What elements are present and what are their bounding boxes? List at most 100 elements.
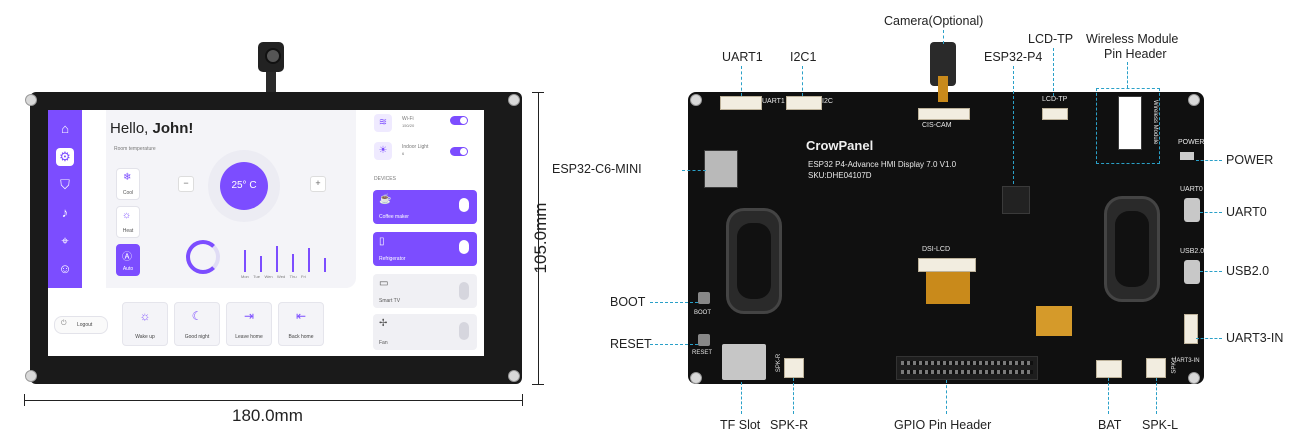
device-toggle[interactable] [459,322,469,340]
day-bar [260,256,262,272]
temp-increase-button[interactable]: + [310,176,326,192]
room-temperature-label: Room temperature [114,146,156,152]
callout-line [1013,66,1014,184]
weekly-bars [238,238,338,272]
callout-line [1196,338,1222,339]
device-card-coffee-maker[interactable]: ☕ Coffee maker [373,190,477,224]
users-icon[interactable]: ☺ [58,261,72,276]
mode-auto-button[interactable]: Ⓐ Auto [116,244,140,276]
battery-pad [1036,306,1072,336]
indoor-light-toggle[interactable] [450,147,468,156]
callout-line [1200,271,1222,272]
device-toggle[interactable] [459,198,469,212]
lcd-tp-connector [1042,108,1068,120]
location-icon[interactable]: ⌖ [61,233,69,248]
label-spk-l: SPK-L [1142,418,1179,432]
screw-icon [508,94,520,106]
screw-icon [690,94,702,106]
mode-cool-button[interactable]: ❄ Cool [116,168,140,200]
scene-label: Back home [288,334,314,340]
device-label: Coffee maker [379,214,409,220]
nav-sidebar: ⌂ ⚙ ⛉ ♪ ⌖ ☺ [48,110,82,288]
silk-uart0: UART0 [1180,186,1203,193]
height-dimension-line [538,92,539,385]
width-dimension-line [24,400,523,401]
wifi-icon: ≋ [374,114,392,132]
silk-spk-l: SPK-L [1171,356,1178,374]
screw-icon [1188,94,1200,106]
moon-icon: ☾ [191,309,203,323]
scene-wake-up[interactable]: ☼Wake up [122,302,168,346]
label-camera: Camera(Optional) [884,14,984,28]
screw-icon [508,370,520,382]
camera-lens-icon [265,48,281,64]
dsi-flex-cable [926,272,970,304]
boot-button [698,292,710,304]
scene-back-home[interactable]: ⇤Back home [278,302,324,346]
callout-line [741,66,742,96]
device-toggle[interactable] [459,240,469,254]
label-usb2: USB2.0 [1226,264,1270,278]
camera-flex-cable [938,76,948,102]
camera-stem [266,68,276,94]
screw-icon [690,372,702,384]
wifi-sub: 150/20 [402,123,415,128]
temperature-readout: 25° C [220,162,268,210]
refrigerator-icon: ▯ [379,236,385,247]
mode-label: Heat [122,228,134,234]
day-bar [244,250,246,272]
spk-r-connector [784,358,804,378]
silk-dsi-lcd: DSI-LCD [922,246,951,253]
label-i2c1: I2C1 [790,50,817,64]
auto-icon: Ⓐ [122,252,132,263]
temp-decrease-button[interactable]: − [178,176,194,192]
device-card-fan[interactable]: ✢ Fan [373,314,477,350]
settings-icon[interactable]: ⚙ [56,148,74,166]
wifi-label: Wi-Fi [402,116,414,122]
bat-connector [1096,360,1122,378]
silk-i2c: I2C [822,98,833,105]
devices-header: DEVICES [374,176,396,182]
silk-usb2: USB2.0 [1180,248,1205,255]
silk-uart1: UART1 [762,98,785,105]
mode-label: Auto [122,266,134,272]
gpio-pin-row [901,361,1033,365]
silk-uart3-in: UART3-IN [1172,358,1200,364]
label-lcd-tp: LCD-TP [1028,32,1074,46]
silk-lcd-tp: LCD-TP [1042,96,1068,103]
scene-leave-home[interactable]: ⇥Leave home [226,302,272,346]
label-power: POWER [1226,153,1274,167]
label-esp32-p4: ESP32-P4 [984,50,1043,64]
shield-icon[interactable]: ⛉ [60,177,70,192]
day-bar [276,246,278,272]
uart0-usb-port [1184,198,1200,222]
tf-card-slot [722,344,766,380]
esp32-c6-module [704,150,738,188]
scene-good-night[interactable]: ☾ Good night [174,302,220,346]
spk-l-connector [1146,358,1166,378]
silk-spk-r: SPK-R [776,353,783,373]
home-icon[interactable]: ⌂ [61,121,69,136]
silk-boot: BOOT [694,310,712,316]
callout-line [1127,62,1128,88]
logout-button[interactable]: ⏻ Logout [54,316,108,334]
scene-label: Good night [184,334,210,340]
device-label: Smart TV [379,298,401,304]
csi-connector [918,108,970,120]
label-wireless-line1: Wireless Module [1086,32,1179,46]
callout-line [650,302,698,303]
logout-label: Logout [77,322,93,328]
device-toggle[interactable] [459,282,469,300]
device-card-refrigerator[interactable]: ▯ Refrigerator [373,232,477,266]
device-label: Refrigerator [379,256,406,262]
wifi-toggle[interactable] [450,116,468,125]
callout-line [1156,378,1157,414]
callout-line [741,382,742,414]
mode-heat-button[interactable]: ☼ Heat [116,206,140,238]
device-card-smart-tv[interactable]: ▭ Smart TV [373,274,477,308]
bell-icon[interactable]: ♪ [61,205,69,220]
callout-line [943,30,944,44]
silk-power: POWER [1178,139,1205,146]
wireless-module [1118,96,1142,150]
label-reset: RESET [610,337,652,351]
